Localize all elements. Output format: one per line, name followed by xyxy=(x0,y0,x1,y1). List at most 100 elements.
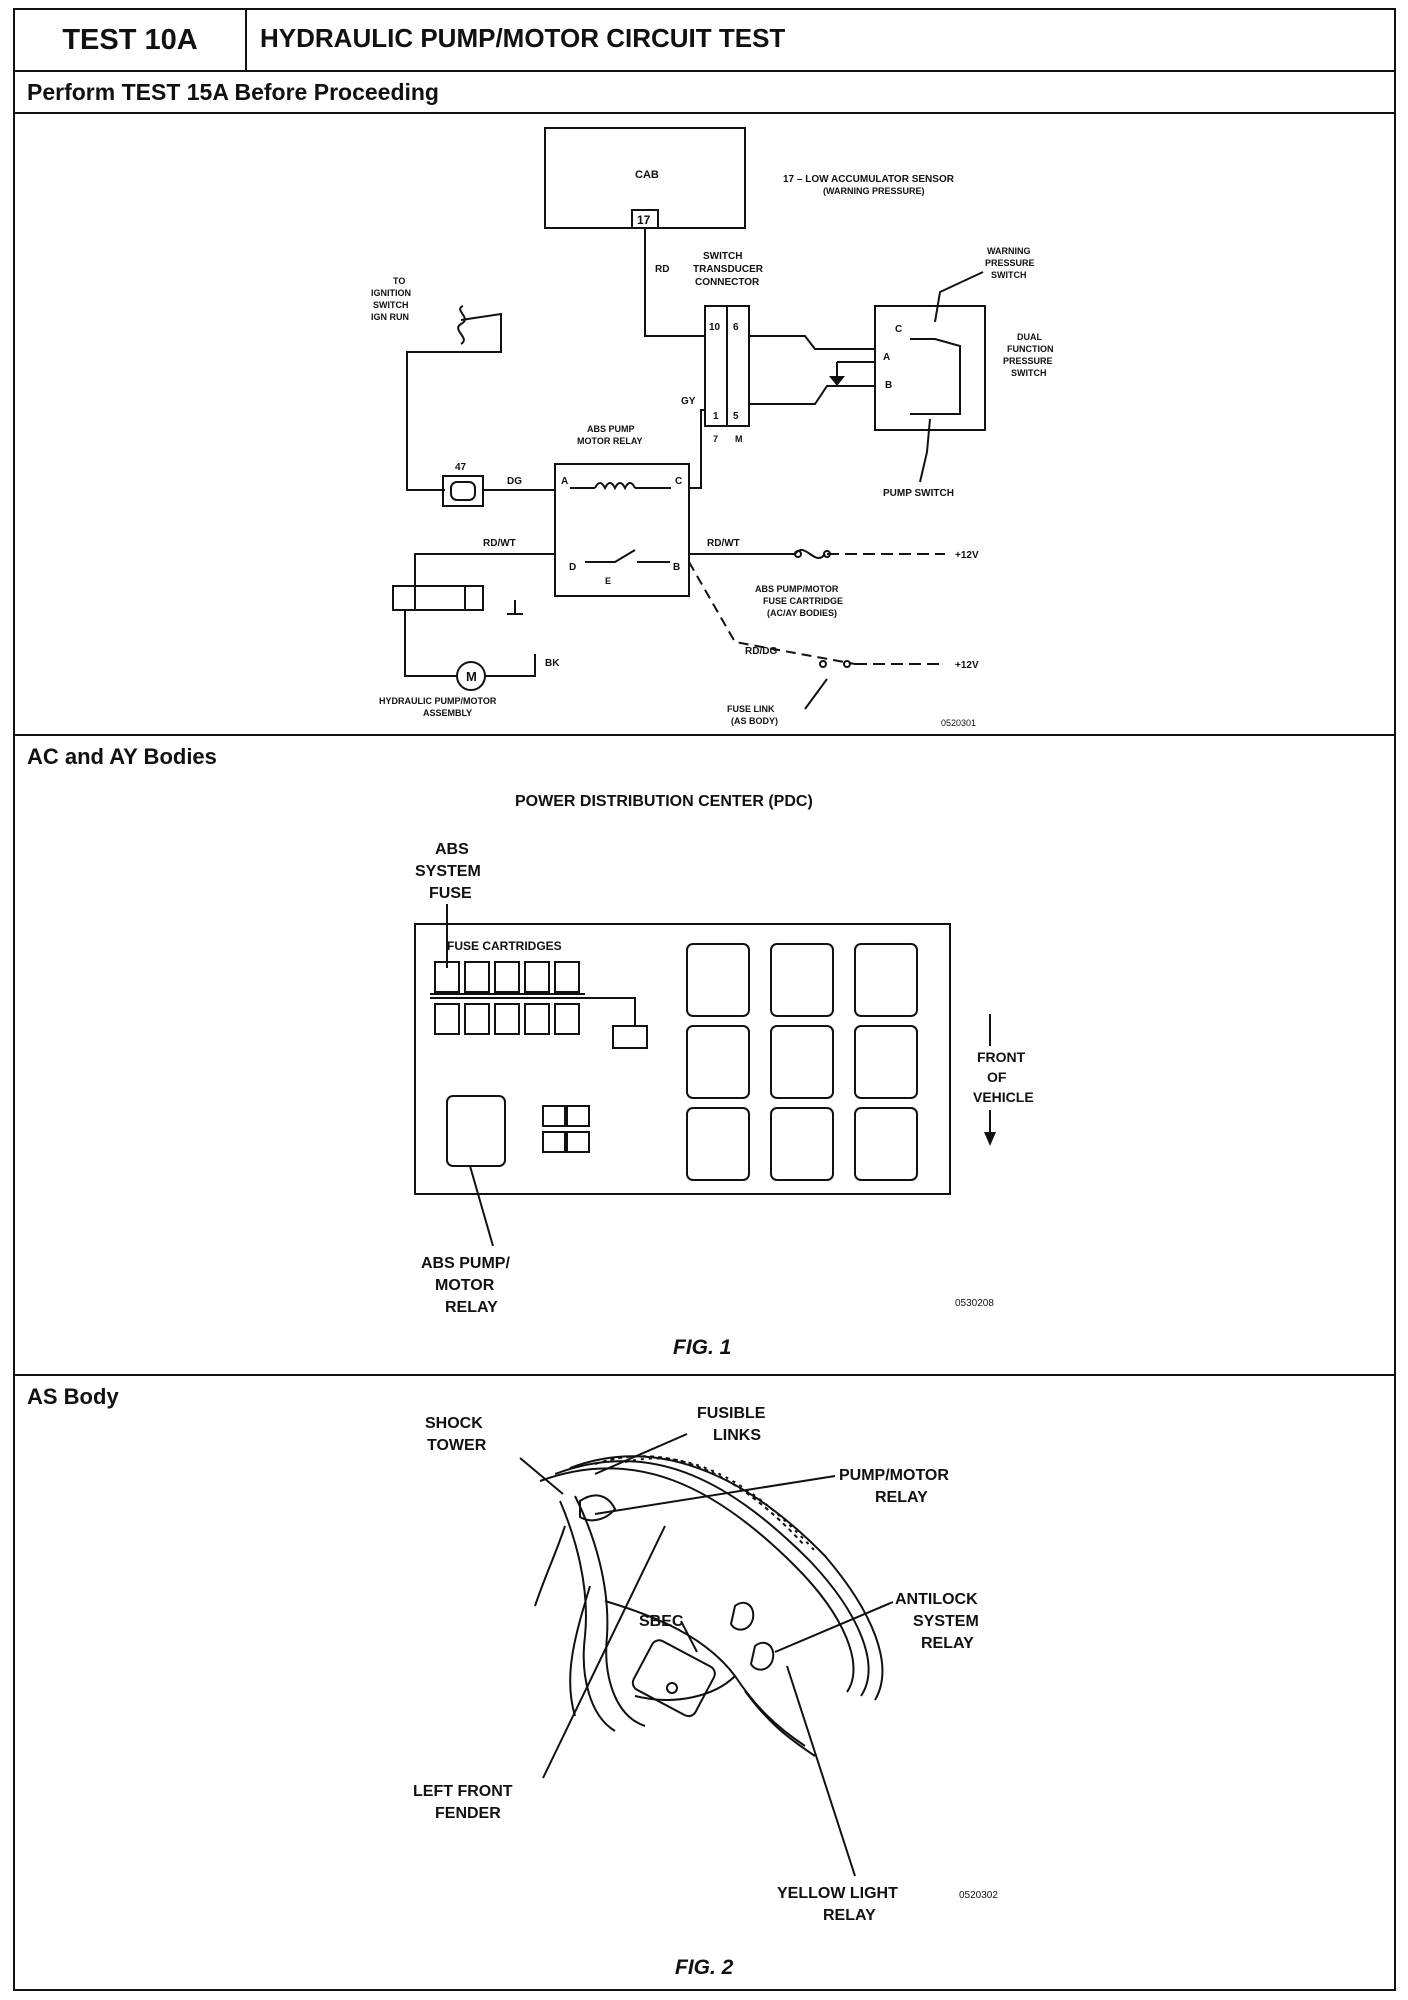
ignition-2: IGNITION xyxy=(371,288,411,298)
antilock-3: RELAY xyxy=(921,1635,974,1652)
leader-yellow xyxy=(786,1665,856,1877)
wire-rdwt-left xyxy=(414,553,555,586)
abs-fuse-3: FUSE xyxy=(429,885,472,902)
plus12v-bottom: +12V xyxy=(955,660,979,671)
label-gy: GY xyxy=(681,396,696,407)
ignition-1: TO xyxy=(393,276,405,286)
as-body-title: AS Body xyxy=(27,1384,119,1409)
fuse-link-2: (AS BODY) xyxy=(731,716,778,726)
service-manual-page: TEST 10A HYDRAULIC PUMP/MOTOR CIRCUIT TE… xyxy=(13,8,1396,1991)
wire-pin6 xyxy=(749,335,875,350)
front-1: FRONT xyxy=(977,1049,1026,1065)
leader-fusible xyxy=(594,1433,688,1475)
dual-switch-1: DUAL xyxy=(1017,332,1042,342)
relay-label-2: MOTOR RELAY xyxy=(577,436,643,446)
pdc-figure: POWER DISTRIBUTION CENTER (PDC) ABS SYST… xyxy=(414,793,1034,1316)
switch-pin-b: B xyxy=(885,380,892,391)
ignition-fuse-symbol xyxy=(457,305,466,345)
fuse-link-1: FUSE LINK xyxy=(727,704,775,714)
fuse-cart-2: FUSE CARTRIDGE xyxy=(763,596,843,606)
fuse-cartridge-row-2 xyxy=(430,997,648,1049)
conn-bottom-7: 7 xyxy=(713,434,718,444)
label-rdwt-left: RD/WT xyxy=(483,538,516,549)
shock-tower-2: TOWER xyxy=(427,1437,487,1454)
leader-antilock xyxy=(774,1601,894,1653)
wire-rd xyxy=(644,228,705,337)
leader-shock xyxy=(519,1457,564,1495)
fuse-cart-3: (AC/AY BODIES) xyxy=(767,608,837,618)
pump-relay-1: PUMP/MOTOR xyxy=(839,1467,949,1484)
front-arrowhead xyxy=(984,1132,996,1146)
pump-relay-2: RELAY xyxy=(875,1489,928,1506)
front-2: OF xyxy=(987,1069,1007,1085)
left-fender-2: FENDER xyxy=(435,1805,501,1822)
fusible-links-2: LINKS xyxy=(713,1427,761,1444)
pump-switch-arrow xyxy=(919,418,931,483)
relay-pin-e: E xyxy=(605,576,611,586)
front-3: VEHICLE xyxy=(973,1089,1034,1105)
ac-relay-2: MOTOR xyxy=(435,1277,495,1294)
ignition-4: IGN RUN xyxy=(371,312,409,322)
schematic-section: CAB 17 17 – LOW ACCUMULATOR SENSOR (WARN… xyxy=(15,114,1394,736)
conn-bottom-m: M xyxy=(735,434,743,444)
fuse-cart-1: ABS PUMP/MOTOR xyxy=(755,584,839,594)
pump-motor-schematic: CAB 17 17 – LOW ACCUMULATOR SENSOR (WARN… xyxy=(371,127,1054,728)
shock-tower-1: SHOCK xyxy=(425,1415,483,1432)
warning-arrow xyxy=(934,271,984,323)
switch-contacts xyxy=(910,338,961,415)
relay-pin-c: C xyxy=(675,476,682,487)
connector-label-3: CONNECTOR xyxy=(695,277,760,288)
relay-coil xyxy=(594,482,636,491)
dual-switch-2: FUNCTION xyxy=(1007,344,1054,354)
conn-pin-1: 1 xyxy=(713,411,719,422)
yellow-relay-1: YELLOW LIGHT xyxy=(777,1885,898,1902)
pump-assembly-2: ASSEMBLY xyxy=(423,708,472,718)
ac-relay-3: RELAY xyxy=(445,1299,498,1316)
fuse-47 xyxy=(442,475,484,507)
ac-code: 0530208 xyxy=(955,1298,994,1309)
pump-assembly-1: HYDRAULIC PUMP/MOTOR xyxy=(379,696,497,706)
relay-pin-b: B xyxy=(673,562,680,573)
fusible-links-1: FUSIBLE xyxy=(697,1405,766,1422)
label-bk: BK xyxy=(545,658,560,669)
conn-pin-6: 6 xyxy=(733,322,739,333)
leader-fender xyxy=(542,1525,666,1779)
ac-relay-1: ABS PUMP/ xyxy=(421,1255,510,1272)
left-fender-1: LEFT FRONT xyxy=(413,1783,513,1800)
fig-1-caption: FIG. 1 xyxy=(673,1336,732,1359)
abs-fuse-1: ABS xyxy=(435,841,469,858)
wire-ign xyxy=(406,312,502,491)
prerequisite-note: Perform TEST 15A Before Proceeding xyxy=(15,70,1394,114)
warning-switch-1: WARNING xyxy=(987,246,1031,256)
wire-pin5 xyxy=(749,385,875,405)
antilock-2: SYSTEM xyxy=(913,1613,979,1630)
fig-2-caption: FIG. 2 xyxy=(675,1956,734,1979)
as-body-section: AS Body SHOCK TOWER FUSIBLE LINKS PUMP/M… xyxy=(15,1376,1394,1991)
ac-ay-section: AC and AY Bodies POWER DISTRIBUTION CENT… xyxy=(15,736,1394,1376)
sensor-note-2: (WARNING PRESSURE) xyxy=(823,186,925,196)
cab-pin-17: 17 xyxy=(637,213,651,227)
leader-pump-relay xyxy=(594,1475,836,1515)
relay-label-1: ABS PUMP xyxy=(587,424,635,434)
ac-ay-title: AC and AY Bodies xyxy=(27,744,217,769)
warning-switch-2: PRESSURE xyxy=(985,258,1035,268)
relay-contact xyxy=(585,549,636,563)
test-title: HYDRAULIC PUMP/MOTOR CIRCUIT TEST xyxy=(260,23,786,53)
dual-switch-4: SWITCH xyxy=(1011,368,1047,378)
sensor-note: 17 – LOW ACCUMULATOR SENSOR xyxy=(783,174,955,185)
label-rdwt-right: RD/WT xyxy=(707,538,740,549)
abs-pump-motor-relay xyxy=(554,463,690,597)
warning-switch-3: SWITCH xyxy=(991,270,1027,280)
motor-letter: M xyxy=(466,669,477,684)
dual-switch-3: PRESSURE xyxy=(1003,356,1053,366)
antilock-1: ANTILOCK xyxy=(895,1591,978,1608)
pdc-box xyxy=(414,923,951,1195)
test-id: TEST 10A xyxy=(15,10,247,70)
schematic-code: 0520301 xyxy=(941,718,976,728)
engine-bay-figure: SHOCK TOWER FUSIBLE LINKS PUMP/MOTOR REL… xyxy=(413,1405,998,1924)
motor-connector xyxy=(392,585,484,611)
wire-gy xyxy=(689,409,705,489)
plus12v-top: +12V xyxy=(955,550,979,561)
wire-bk xyxy=(485,654,536,677)
wire-motor-left xyxy=(404,610,457,677)
